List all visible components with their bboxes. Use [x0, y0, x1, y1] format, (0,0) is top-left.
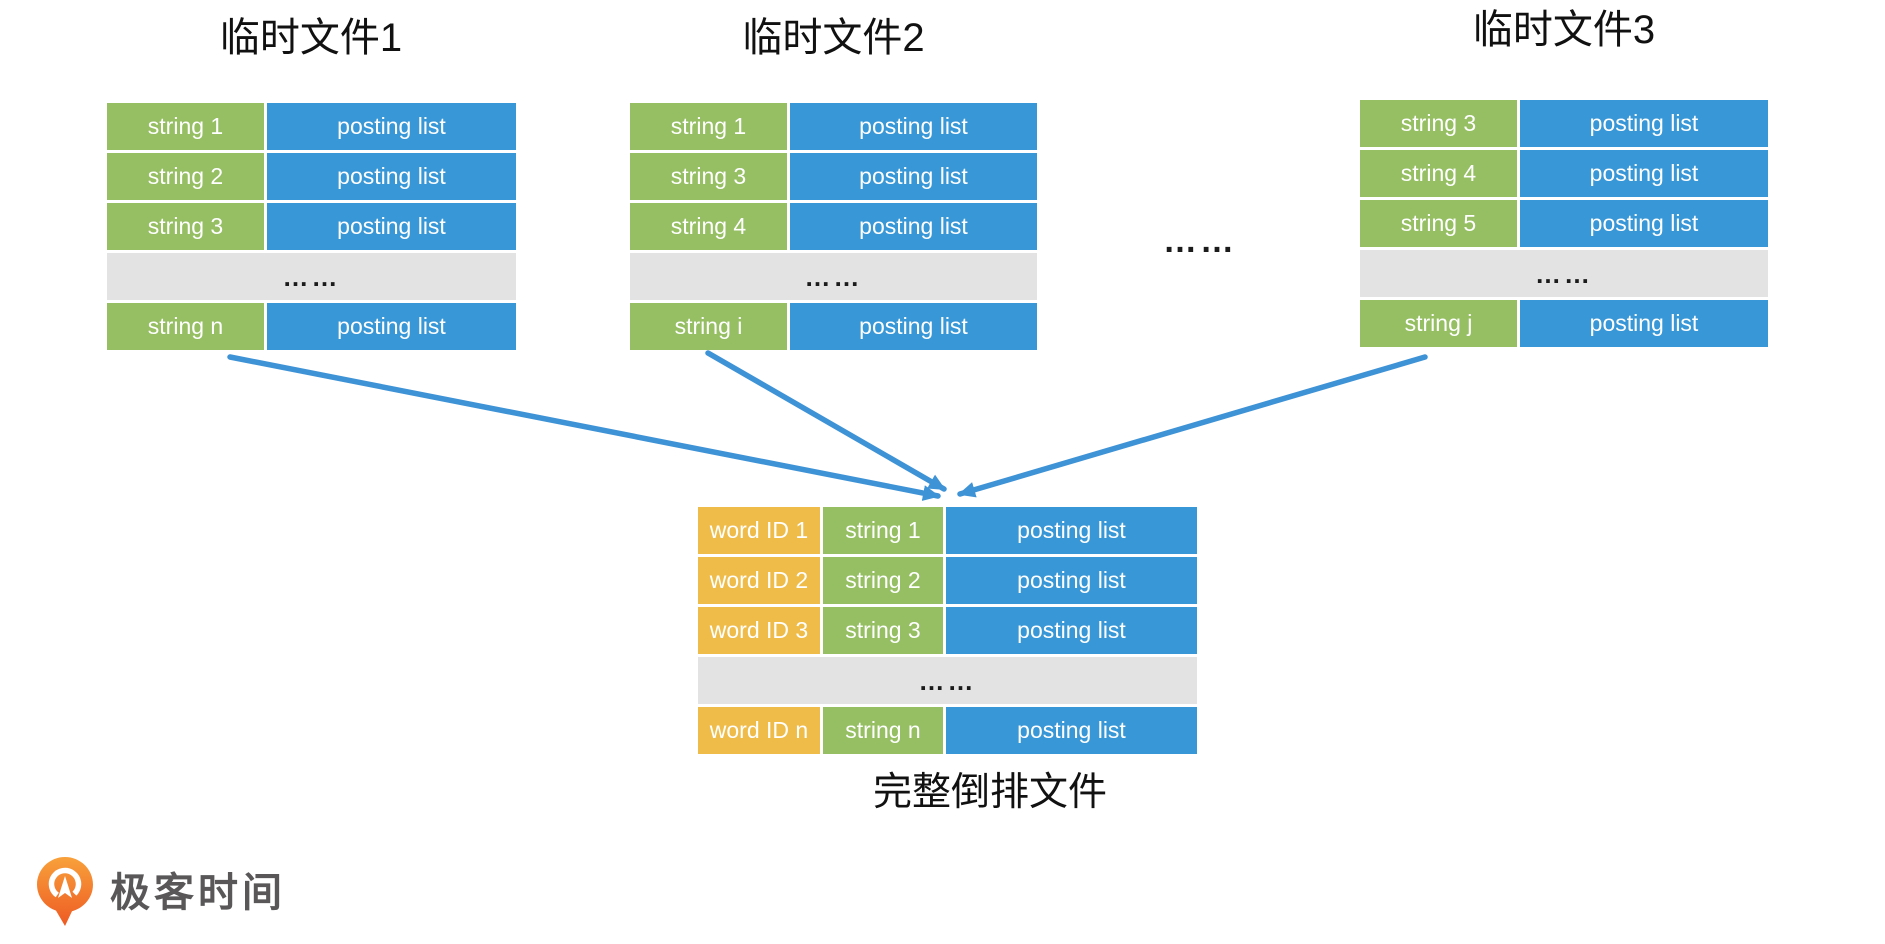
ellipsis-separator: …… — [1163, 222, 1237, 260]
cell-string: string 4 — [630, 203, 787, 250]
cell-word-id: word ID 1 — [698, 507, 820, 554]
geektime-logo: 极客时间 — [36, 856, 286, 930]
cell-string: string 1 — [630, 103, 787, 150]
temp-file-1-title: 临时文件1 — [219, 16, 403, 60]
ellipsis-cell: …… — [1360, 250, 1768, 297]
cell-string: string 2 — [107, 153, 264, 200]
cell-posting-list: posting list — [946, 507, 1197, 554]
cell-string: string 3 — [1360, 100, 1517, 147]
cell-posting-list: posting list — [790, 153, 1037, 200]
cell-posting-list: posting list — [790, 303, 1037, 350]
cell-string: string i — [630, 303, 787, 350]
cell-posting-list: posting list — [946, 707, 1197, 754]
cell-posting-list: posting list — [1520, 150, 1768, 197]
cell-word-id: word ID n — [698, 707, 820, 754]
cell-string: string 4 — [1360, 150, 1517, 197]
cell-string: string 5 — [1360, 200, 1517, 247]
cell-posting-list: posting list — [946, 557, 1197, 604]
cell-posting-list: posting list — [267, 153, 516, 200]
temp-file-3-title: 临时文件3 — [1472, 8, 1656, 52]
cell-string: string 3 — [823, 607, 943, 654]
cell-string: string j — [1360, 300, 1517, 347]
cell-string: string n — [107, 303, 264, 350]
geektime-logo-icon — [37, 857, 93, 926]
cell-string: string 3 — [107, 203, 264, 250]
merge-arrow-from-file3 — [957, 354, 1428, 498]
cell-posting-list: posting list — [267, 103, 516, 150]
table-row-ellipsis: …… — [630, 253, 1037, 300]
merge-arrow-from-file2 — [705, 350, 947, 492]
merge-arrow-from-file1 — [227, 354, 941, 501]
ellipsis-cell: …… — [698, 657, 1197, 704]
ellipsis-cell: …… — [107, 253, 516, 300]
cell-posting-list: posting list — [1520, 100, 1768, 147]
ellipsis-cell: …… — [630, 253, 1037, 300]
table-row-ellipsis: …… — [107, 253, 516, 300]
table-row-ellipsis: …… — [698, 657, 1197, 704]
temp-file-2-title: 临时文件2 — [742, 16, 925, 60]
cell-string: string 2 — [823, 557, 943, 604]
cell-word-id: word ID 3 — [698, 607, 820, 654]
cell-posting-list: posting list — [790, 203, 1037, 250]
merged-file-caption: 完整倒排文件 — [872, 771, 1107, 814]
cell-posting-list: posting list — [790, 103, 1037, 150]
cell-string: string n — [823, 707, 943, 754]
cell-posting-list: posting list — [946, 607, 1197, 654]
cell-posting-list: posting list — [1520, 300, 1768, 347]
cell-posting-list: posting list — [267, 203, 516, 250]
cell-string: string 1 — [823, 507, 943, 554]
cell-word-id: word ID 2 — [698, 557, 820, 604]
cell-string: string 1 — [107, 103, 264, 150]
geektime-logo-text: 极客时间 — [110, 871, 286, 915]
cell-string: string 3 — [630, 153, 787, 200]
cell-posting-list: posting list — [267, 303, 516, 350]
table-row-ellipsis: …… — [1360, 250, 1768, 297]
cell-posting-list: posting list — [1520, 200, 1768, 247]
